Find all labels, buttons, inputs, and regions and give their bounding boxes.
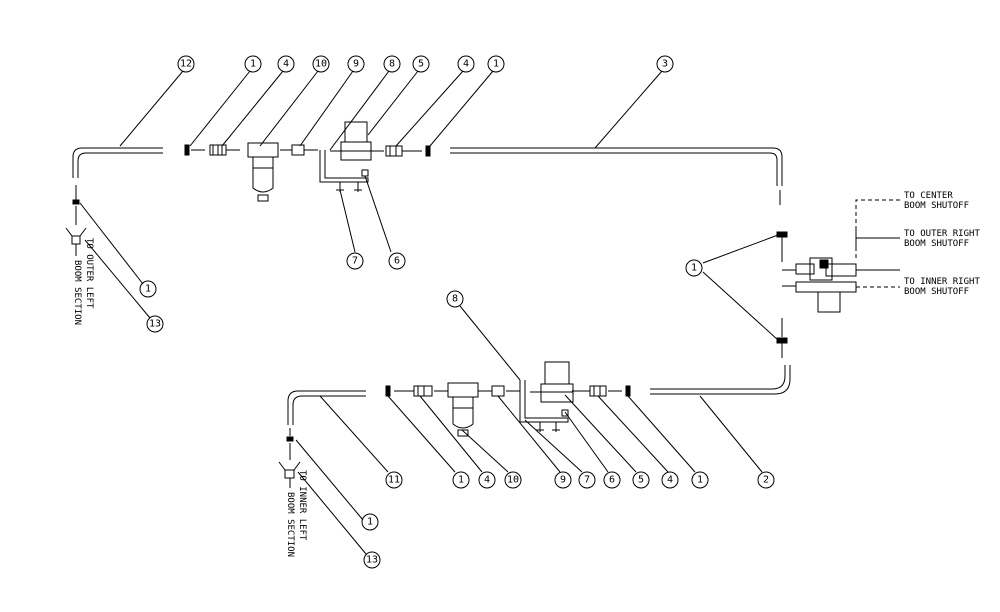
valve-5-lower xyxy=(530,361,574,403)
note-outer-left-2: BOOM SECTION xyxy=(72,260,82,325)
note-outer-right-1: TO OUTER RIGHT xyxy=(904,229,980,239)
note-inner-right-2: BOOM SHUTOFF xyxy=(904,287,969,297)
callout-4: 4 xyxy=(283,59,289,70)
callout-11: 11 xyxy=(388,475,400,486)
callout-1-right: 1 xyxy=(691,263,697,274)
note-inner-left-1: TO INNER LEFT xyxy=(297,470,307,541)
strainer-10-lower xyxy=(447,382,479,437)
note-inner-right-1: TO INNER RIGHT xyxy=(904,277,980,287)
callout-1: 1 xyxy=(250,59,256,70)
callout-13: 13 xyxy=(149,319,161,330)
gasket-1d xyxy=(385,385,391,397)
fitting-9a xyxy=(291,144,305,156)
callout-12: 12 xyxy=(180,59,192,70)
callout-1c: 1 xyxy=(145,284,151,295)
callout-7b: 7 xyxy=(584,475,590,486)
hose-11 xyxy=(287,390,366,425)
callout-8: 8 xyxy=(389,59,395,70)
note-outer-left-1: TO OUTER LEFT xyxy=(84,238,94,309)
bracket-8-upper xyxy=(319,150,369,183)
note-center-1: TO CENTER xyxy=(904,191,953,201)
callout-1f: 1 xyxy=(367,517,373,528)
mount-6b xyxy=(561,409,569,417)
gasket-1b xyxy=(425,145,431,157)
callout-5: 5 xyxy=(418,59,424,70)
note-inner-left-2: BOOM SECTION xyxy=(285,492,295,557)
fitting-4d xyxy=(413,385,433,397)
fitting-4b xyxy=(385,145,403,157)
hose-2-tip xyxy=(776,337,788,344)
hose-12 xyxy=(72,147,163,178)
callout-10: 10 xyxy=(315,59,327,70)
fitting-9b xyxy=(491,385,505,397)
leader-lines xyxy=(79,70,779,555)
callout-4d: 4 xyxy=(667,475,673,486)
callout-3: 3 xyxy=(662,59,668,70)
callout-4b: 4 xyxy=(463,59,469,70)
callout-1b: 1 xyxy=(493,59,499,70)
callout-4c: 4 xyxy=(484,475,490,486)
callout-9: 9 xyxy=(353,59,359,70)
nozzle-body-13-lower xyxy=(278,461,301,488)
mount-6a xyxy=(361,169,369,177)
nozzle-tip-lower xyxy=(286,436,294,442)
note-center-2: BOOM SHUTOFF xyxy=(904,201,969,211)
bracket-8-lower xyxy=(519,380,569,423)
callout-10b: 10 xyxy=(507,475,519,486)
hose-2 xyxy=(650,365,791,395)
hose-3 xyxy=(450,147,783,186)
callout-5b: 5 xyxy=(638,475,644,486)
line-outer-right-2 xyxy=(855,230,900,250)
nozzle-tip-upper xyxy=(72,199,80,205)
callout-13b: 13 xyxy=(366,555,378,566)
hose-3-tip xyxy=(776,231,788,238)
boom-shutoff-manifold xyxy=(782,257,857,313)
nozzle-body-13-upper xyxy=(65,227,87,256)
note-outer-right-2: BOOM SHUTOFF xyxy=(904,239,969,249)
callout-6b: 6 xyxy=(609,475,615,486)
callout-circles xyxy=(139,55,775,569)
line-to-center xyxy=(855,199,900,258)
callout-7: 7 xyxy=(352,256,358,267)
callout-9b: 9 xyxy=(560,475,566,486)
fitting-4c xyxy=(589,385,607,397)
gasket-1c xyxy=(625,385,631,397)
callout-1d: 1 xyxy=(458,475,464,486)
callout-6: 6 xyxy=(394,256,400,267)
callout-1e: 1 xyxy=(697,475,703,486)
strainer-10-upper xyxy=(247,142,279,202)
callout-2: 2 xyxy=(763,475,769,486)
callout-8b: 8 xyxy=(452,294,458,305)
gasket-1a xyxy=(184,144,190,156)
valve-5-upper xyxy=(330,121,384,161)
